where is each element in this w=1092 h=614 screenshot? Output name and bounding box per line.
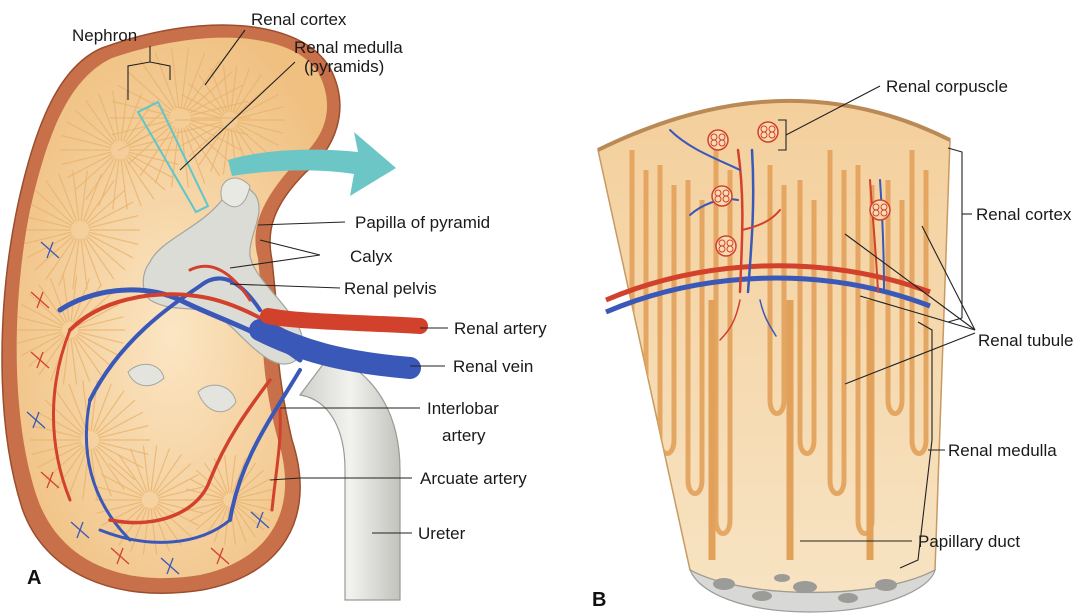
panel-letter-a: A xyxy=(27,567,41,589)
label-renal-cortex-b: Renal cortex xyxy=(976,205,1072,224)
label-renal-vein: Renal vein xyxy=(453,357,533,376)
glomerulus xyxy=(758,122,778,142)
glomerulus xyxy=(716,236,736,256)
section-tissue xyxy=(598,101,950,593)
label-renal-artery: Renal artery xyxy=(454,319,547,338)
glomerulus xyxy=(712,186,732,206)
label-renal-cortex: Renal cortex xyxy=(251,10,347,29)
label-renal-medulla: Renal medulla xyxy=(294,38,403,57)
label-calyx: Calyx xyxy=(350,247,393,266)
label-ureter: Ureter xyxy=(418,524,466,543)
panel-letter-b: B xyxy=(592,589,606,611)
label-arcuate: Arcuate artery xyxy=(420,469,527,488)
renal-artery xyxy=(268,316,420,326)
label-renal-tubule: Renal tubule xyxy=(978,331,1073,350)
label-renal-medulla-b: Renal medulla xyxy=(948,441,1057,460)
label-renal-medulla-sub: (pyramids) xyxy=(304,57,384,76)
label-papilla: Papilla of pyramid xyxy=(355,213,490,232)
label-renal-pelvis: Renal pelvis xyxy=(344,279,437,298)
label-interlobar-sub: artery xyxy=(442,426,486,445)
glomerulus xyxy=(708,130,728,150)
label-papillary-duct: Papillary duct xyxy=(918,532,1020,551)
label-renal-corpuscle: Renal corpuscle xyxy=(886,77,1008,96)
section-illustration xyxy=(598,101,950,612)
kidney-illustration xyxy=(2,25,420,600)
label-nephron: Nephron xyxy=(72,26,137,45)
label-interlobar: Interlobar xyxy=(427,399,499,418)
glomerulus xyxy=(870,200,890,220)
